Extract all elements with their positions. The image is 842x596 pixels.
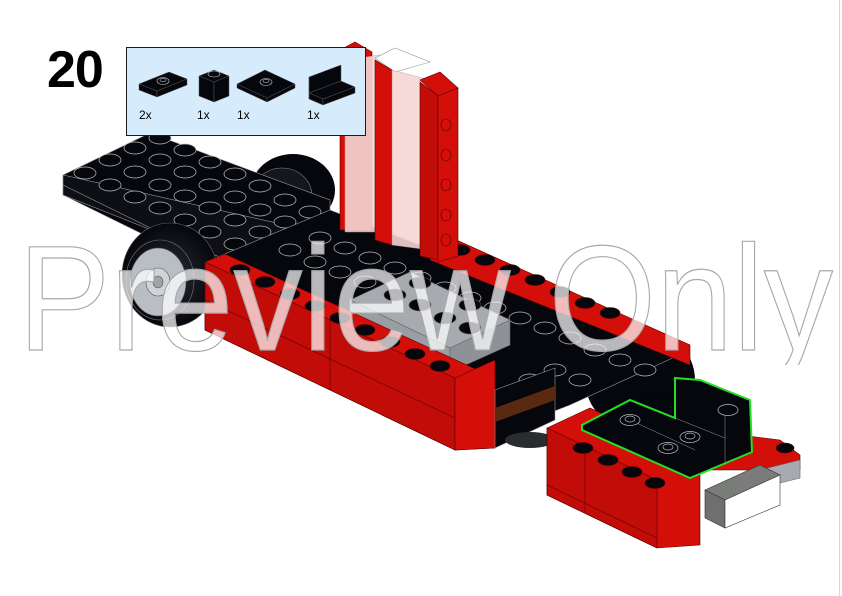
red-side-wall-left [204,253,496,451]
plate-2x2-jumper-icon [236,69,296,103]
plate-1x2-jumper-icon [138,71,188,98]
part-plate-1x2-jumper [137,70,189,100]
part-plate-2x2-jumper [235,66,297,104]
part-qty-2: 1x [197,108,210,122]
front-left-wheel [121,222,219,328]
part-qty-4: 1x [307,108,320,122]
new-parts-highlight [581,376,754,480]
panel-1x2x1-icon [308,64,356,106]
part-qty-1: 2x [139,108,152,122]
red-side-wall-right [429,237,691,366]
white-front-tile [704,464,781,529]
part-qty-3: 1x [237,108,250,122]
part-brick-1x1 [197,66,231,104]
part-panel-1x2x1 [307,63,357,107]
rear-lower-section [494,367,556,449]
brick-1x1-icon [198,69,230,103]
page-edge-rule [839,0,840,596]
step-number: 20 [47,41,104,99]
parts-callout: 2x 1x 1x [126,47,366,136]
